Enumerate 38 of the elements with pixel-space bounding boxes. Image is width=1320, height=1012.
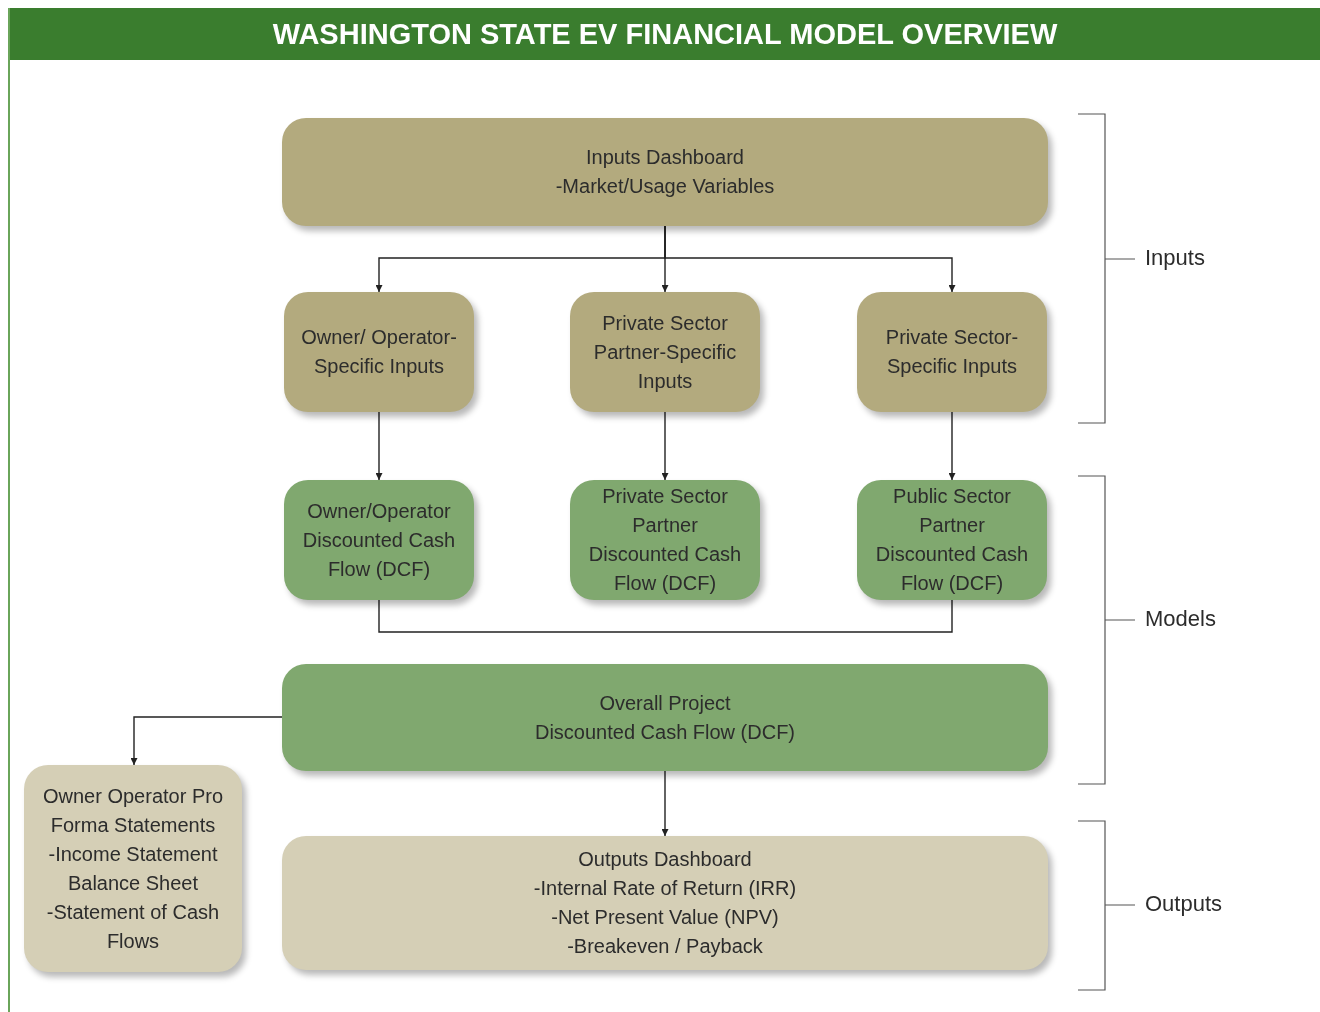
box-heading: Overall Project — [599, 690, 731, 716]
box-text: -Statement of Cash Flows — [45, 899, 221, 954]
section-label: Outputs — [1145, 891, 1223, 917]
model-box — [284, 480, 474, 600]
box-text: Public Sector Partner Discounted Cash Flow (DCF) — [874, 484, 1030, 596]
box-text: -Breakeven / Payback — [567, 934, 763, 959]
box-text: Balance Sheet — [67, 870, 199, 896]
box-text: Discounted Cash Flow (DCF) — [534, 719, 796, 745]
output-box — [24, 765, 242, 972]
box-text: Private Sector Partner-Specific Inputs — [592, 310, 738, 394]
title: WASHINGTON STATE EV FINANCIAL MODEL OVERVIEW — [272, 17, 1058, 51]
section-label: Inputs — [1145, 245, 1205, 271]
box-text: -Internal Rate of Return (IRR) — [533, 876, 797, 901]
box-text: -Market/Usage Variables — [555, 174, 775, 199]
connector-arrow — [948, 411, 956, 481]
model-box — [570, 480, 760, 600]
connector-arrow — [130, 716, 283, 766]
section-label: Models — [1145, 606, 1216, 632]
output-box — [282, 836, 1048, 970]
box-text: -Net Present Value (NPV) — [551, 905, 779, 930]
box-text: Owner/Operator Discounted Cash Flow (DCF) — [301, 498, 457, 582]
box-text: -Income Statement — [48, 841, 218, 867]
box-text: Owner/ Operator-Specific Inputs — [300, 325, 458, 379]
input-box — [284, 292, 474, 412]
connector-arrow — [661, 411, 669, 481]
connector-arrow — [664, 225, 956, 293]
box-text: Private Sector Partner Discounted Cash Flow (DCF) — [587, 484, 743, 596]
input-box — [570, 292, 760, 412]
connector-arrow — [375, 411, 383, 481]
box-heading: Owner Operator Pro Forma Statements — [41, 783, 225, 838]
input-box — [857, 292, 1047, 412]
model-box — [857, 480, 1047, 600]
connector-arrow — [661, 770, 669, 837]
input-box — [282, 118, 1048, 226]
box-heading: Outputs Dashboard — [578, 847, 752, 872]
box-text: Private Sector-Specific Inputs — [884, 325, 1020, 379]
model-box — [282, 664, 1048, 771]
box-heading: Inputs Dashboard — [586, 145, 744, 170]
